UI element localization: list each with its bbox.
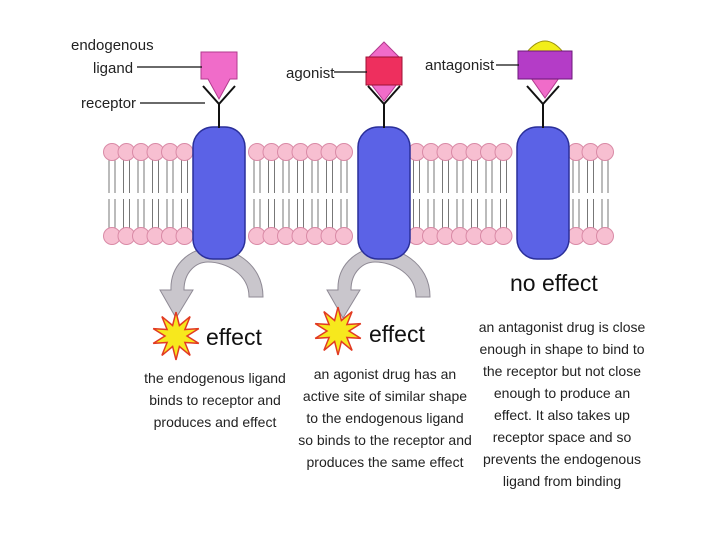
lipid-head — [596, 143, 614, 161]
agonist-drug-block — [365, 56, 403, 86]
lipid-head — [335, 227, 353, 245]
description-endogenous: the endogenous ligand binds to receptor … — [144, 370, 286, 430]
label-leader-lines — [137, 64, 519, 104]
antagonist-yellow-cap — [525, 40, 565, 53]
endogenous-ligand-label-line2: ligand — [93, 60, 134, 77]
antagonist-drug-block — [517, 50, 573, 80]
receptor-body-endogenous — [192, 126, 246, 260]
lipid-head — [494, 227, 513, 245]
agonist-label: agonist — [286, 65, 335, 82]
receptor-body-antagonist — [516, 126, 570, 260]
endogenous-ligand-shape — [200, 51, 238, 101]
receptor-body-agonist — [357, 126, 411, 260]
lipid-head — [175, 227, 194, 245]
lipid-head — [494, 143, 513, 161]
cell-membrane — [103, 143, 614, 245]
receptor-label: receptor — [81, 95, 137, 112]
agonist-top-diamond — [367, 41, 401, 58]
endogenous-ligand-label-line1: endogenous — [71, 37, 154, 54]
antagonist-label: antagonist — [425, 57, 495, 74]
receptors — [192, 85, 570, 260]
description-agonist: an agonist drug has an active site of si… — [298, 366, 472, 470]
effect-label-agonist: effect — [369, 321, 425, 347]
effect-burst-endogenous — [152, 311, 200, 361]
effect-burst-agonist — [314, 306, 362, 356]
effect-bursts — [152, 306, 362, 361]
description-antagonist: an antagonist drug is close enough in sh… — [478, 319, 646, 489]
lipid-head — [175, 143, 194, 161]
receptor-arms-antagonist — [526, 85, 560, 106]
lipid-head — [596, 227, 614, 245]
receptor-arms-agonist — [367, 85, 401, 106]
receptor-arms-endogenous — [202, 85, 236, 106]
lipid-head — [335, 143, 353, 161]
ligands — [200, 40, 573, 102]
effect-label-antagonist: no effect — [510, 270, 598, 296]
effect-label-endogenous: effect — [206, 324, 262, 350]
